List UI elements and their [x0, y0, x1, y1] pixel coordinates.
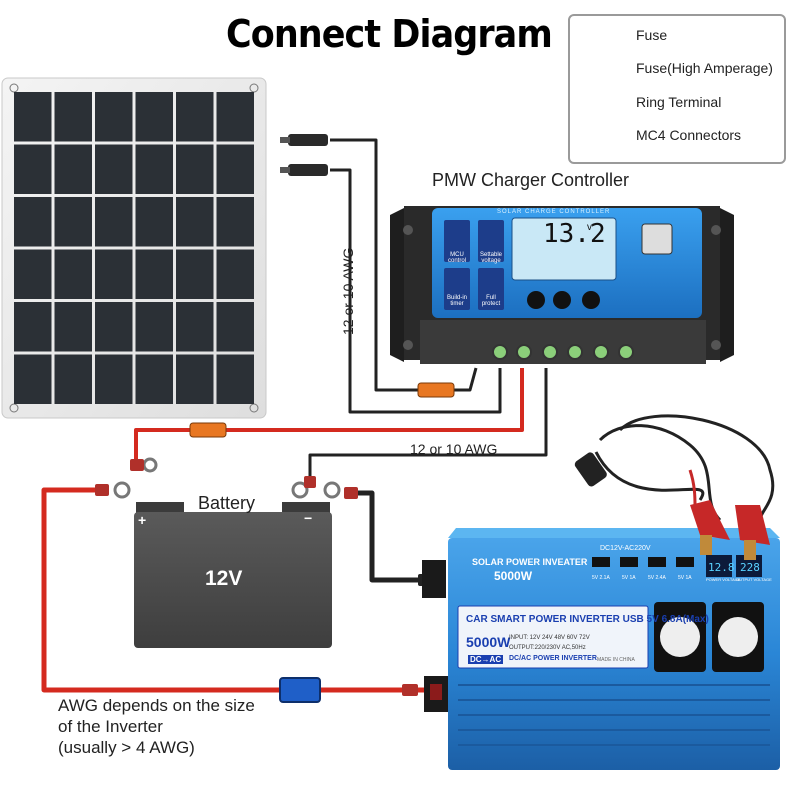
inverter-plate-type: DC/AC POWER INVERTER [509, 655, 597, 662]
full-protect-label: Full protect [481, 295, 501, 307]
high-amperage-fuse [279, 677, 321, 703]
solar-cell [95, 92, 133, 142]
usb-port-label: 5V 1A [622, 575, 636, 581]
solar-cell [14, 92, 52, 142]
solar-cell [135, 354, 173, 404]
inverter [422, 528, 780, 770]
legend-fuse: Fuse [636, 27, 668, 43]
awg-horizontal-label: 12 or 10 AWG [410, 441, 498, 457]
solar-cell [135, 144, 173, 194]
solar-cell [135, 302, 173, 352]
solar-cell [135, 92, 173, 142]
wiring [41, 138, 775, 693]
inverter-watt: 5000W [494, 569, 533, 583]
alligator-clips [690, 500, 770, 560]
awg-note-line: AWG depends on the size [58, 696, 255, 715]
solar-cell [95, 302, 133, 352]
legend-high-amperage-fuse: Fuse(High Amperage) [636, 60, 773, 76]
solar-cell [135, 249, 173, 299]
solar-cell [176, 354, 214, 404]
solar-cell [216, 249, 254, 299]
solar-cell [95, 144, 133, 194]
ring-terminals [113, 457, 341, 499]
inverter-plate-title: CAR SMART POWER INVERTER USB 5V 6.8A(Max… [466, 614, 709, 625]
battery-label: Battery [198, 493, 256, 513]
solar-cell [14, 249, 52, 299]
output-voltage-caption: OUTPUT VOLTAGE [736, 577, 772, 582]
legend: Fuse Fuse(High Amperage) Ring Terminal M… [568, 14, 786, 164]
awg-note-line: (usually > 4 AWG) [58, 738, 195, 757]
legend-ring-terminal: Ring Terminal [636, 94, 722, 110]
solar-cell [95, 249, 133, 299]
solar-cell-grid [14, 92, 254, 404]
solar-cell [176, 92, 214, 142]
awg-note-line: of the Inverter [58, 717, 163, 736]
inverter-dcac-badge: DC→AC [468, 655, 504, 664]
charge-controller [390, 206, 734, 364]
settable-voltage-label: Settable voltage [479, 252, 503, 264]
solar-cell [176, 302, 214, 352]
usb-port-label: 5V 1A [678, 575, 692, 581]
solar-cell [14, 144, 52, 194]
solar-cell [95, 197, 133, 247]
solar-cell [14, 302, 52, 352]
awg-note: AWG depends on the size of the Inverter … [58, 695, 255, 758]
power-voltage-caption: POWER VOLTAGE [706, 577, 741, 582]
solar-cell [176, 249, 214, 299]
usb-port-label: 5V 2.1A [592, 575, 610, 581]
inverter-plate-watt: 5000W [466, 634, 511, 650]
solar-cell [54, 197, 92, 247]
usb-port-label: 5V 2.4A [648, 575, 666, 581]
solar-cell [216, 302, 254, 352]
solar-cell [176, 197, 214, 247]
awg-vertical-label: 12 or 10 AWG [340, 247, 356, 335]
terminal-crimps [95, 459, 432, 696]
solar-panel [1, 77, 267, 419]
solar-cell [54, 354, 92, 404]
build-in-timer-label: Build-in timer [446, 295, 467, 307]
solar-cell [216, 92, 254, 142]
solar-cell [14, 197, 52, 247]
solar-cell [216, 197, 254, 247]
inverter-header: SOLAR POWER INVEATER [472, 557, 588, 567]
cigarette-plug [574, 452, 607, 487]
controller-header: SOLAR CHARGE CONTROLLER [497, 209, 611, 215]
solar-cell [54, 144, 92, 194]
controller-lcd-value: 13.2 [543, 219, 606, 249]
solar-cell [54, 302, 92, 352]
solar-cell [216, 144, 254, 194]
solar-cell [216, 354, 254, 404]
power-voltage-display: 12.8 [708, 561, 735, 574]
battery-plus: + [138, 512, 147, 528]
inverter-plate-input: INPUT: 12V 24V 48V 60V 72V [509, 635, 590, 641]
battery-minus: − [304, 510, 313, 526]
solar-cell [95, 354, 133, 404]
solar-cell [135, 197, 173, 247]
solar-cell [14, 354, 52, 404]
mc4-connector-pair [280, 134, 328, 176]
page-title: Connect Diagram [226, 12, 553, 56]
controller-terminals [492, 344, 634, 360]
fuse-battery-line [189, 422, 227, 438]
solar-cell [54, 249, 92, 299]
battery-voltage: 12V [205, 567, 243, 590]
output-voltage-display: 228 [740, 561, 760, 574]
inverter-plate-output: OUTPUT:220/230V AC,50Hz [509, 645, 586, 651]
solar-cell [54, 92, 92, 142]
mcu-control-label: MCU control [447, 252, 466, 264]
battery [134, 502, 332, 648]
legend-mc4-connectors: MC4 Connectors [636, 127, 742, 143]
inverter-dc-rating: DC12V-AC220V [600, 545, 651, 552]
fuse-pv-line [417, 382, 455, 398]
inverter-made-in: MADE IN CHINA [597, 657, 635, 663]
solar-cell [176, 144, 214, 194]
controller-label: PMW Charger Controller [432, 170, 630, 190]
controller-lcd-unit: v [587, 222, 592, 233]
